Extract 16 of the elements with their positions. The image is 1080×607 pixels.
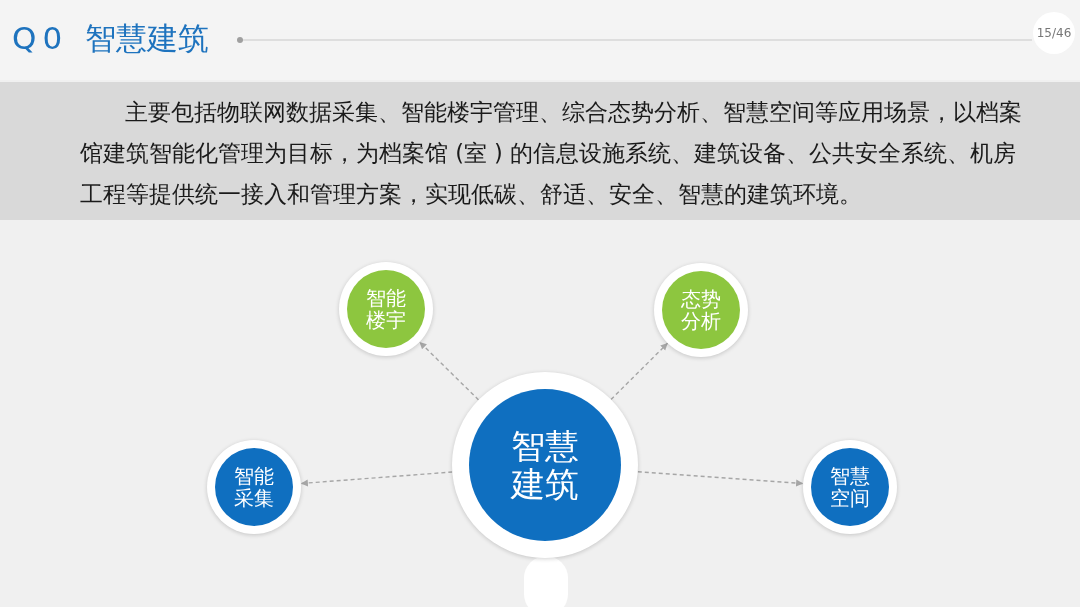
node-label: 智能采集	[233, 464, 275, 510]
node-label: 智慧空间	[829, 464, 871, 510]
arrow	[418, 341, 480, 401]
topic-circle	[207, 440, 301, 534]
node-label: 态势分析	[680, 287, 722, 333]
slide-title: 智慧建筑	[85, 19, 209, 58]
topic-circle	[339, 262, 433, 356]
intro-paragraph: 主要包括物联网数据采集、智能楼宇管理、综合态势分析、智慧空间等应用场景，以档案馆建筑智能化管理为目标，为档案馆 (室 ) 的信息设施系统、建筑设备、公共安全系统、机房工程等提供统一接入和管理方案，实现低碳、舒适、安全、智慧的建筑环境。	[80, 98, 1023, 209]
arrow	[637, 471, 804, 487]
topic-circle	[654, 263, 748, 357]
arrow	[300, 471, 453, 487]
topic-circle	[803, 440, 897, 534]
node-label: 智能楼宇	[365, 286, 407, 332]
node-label: 智慧建筑	[510, 426, 580, 504]
section-number: Q0	[12, 19, 69, 58]
arrow	[610, 342, 669, 401]
